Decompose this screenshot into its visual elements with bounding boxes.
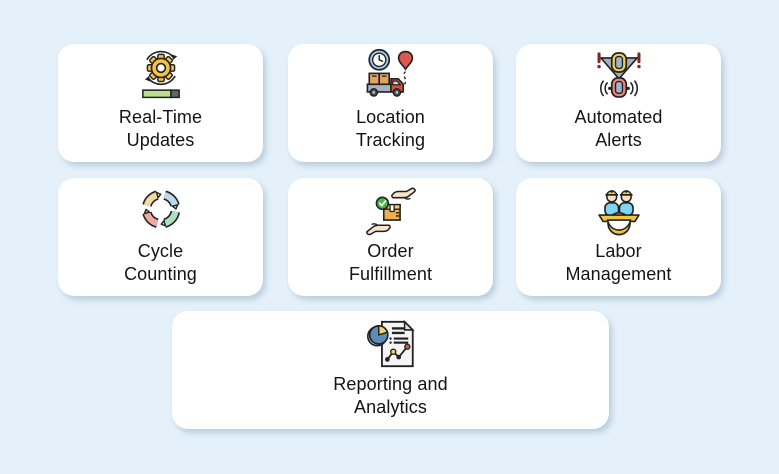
circular-cycle-arrows-icon: [132, 182, 190, 240]
card-title-line: Order: [367, 241, 414, 261]
feature-card-labor-management: Labor Management: [516, 178, 721, 296]
feature-card-automated-alerts: Automated Alerts: [516, 44, 721, 162]
workers-hardhat-gear-icon: [590, 182, 648, 240]
feature-card-order-fulfillment: Order Fulfillment: [288, 178, 493, 296]
feature-card-real-time-updates: Real-Time Updates: [58, 44, 263, 162]
card-title-line: Management: [565, 264, 672, 284]
card-title-line: Labor: [595, 241, 642, 261]
vehicle-proximity-alert-icon: [590, 48, 648, 106]
feature-card-reporting-analytics: Reporting and Analytics: [172, 311, 609, 429]
card-title-line: Automated: [574, 107, 663, 127]
card-title-line: Alerts: [595, 130, 642, 150]
feature-card-location-tracking: Location Tracking: [288, 44, 493, 162]
feature-card-cycle-counting: Cycle Counting: [58, 178, 263, 296]
card-title-line: Fulfillment: [348, 264, 433, 284]
card-title-line: Cycle: [137, 241, 184, 261]
card-title-line: Updates: [126, 130, 195, 150]
card-title-line: Tracking: [355, 130, 426, 150]
card-title-line: Reporting and: [333, 374, 448, 394]
card-title-line: Analytics: [354, 397, 427, 417]
truck-clock-map-pin-icon: [362, 48, 420, 106]
hands-package-check-icon: [362, 182, 420, 240]
card-title-line: Real-Time: [118, 107, 203, 127]
document-chart-pie-icon: [362, 315, 420, 373]
card-title-line: Counting: [124, 264, 197, 284]
sync-gear-progress-icon: [132, 48, 190, 106]
card-title-line: Location: [356, 107, 425, 127]
